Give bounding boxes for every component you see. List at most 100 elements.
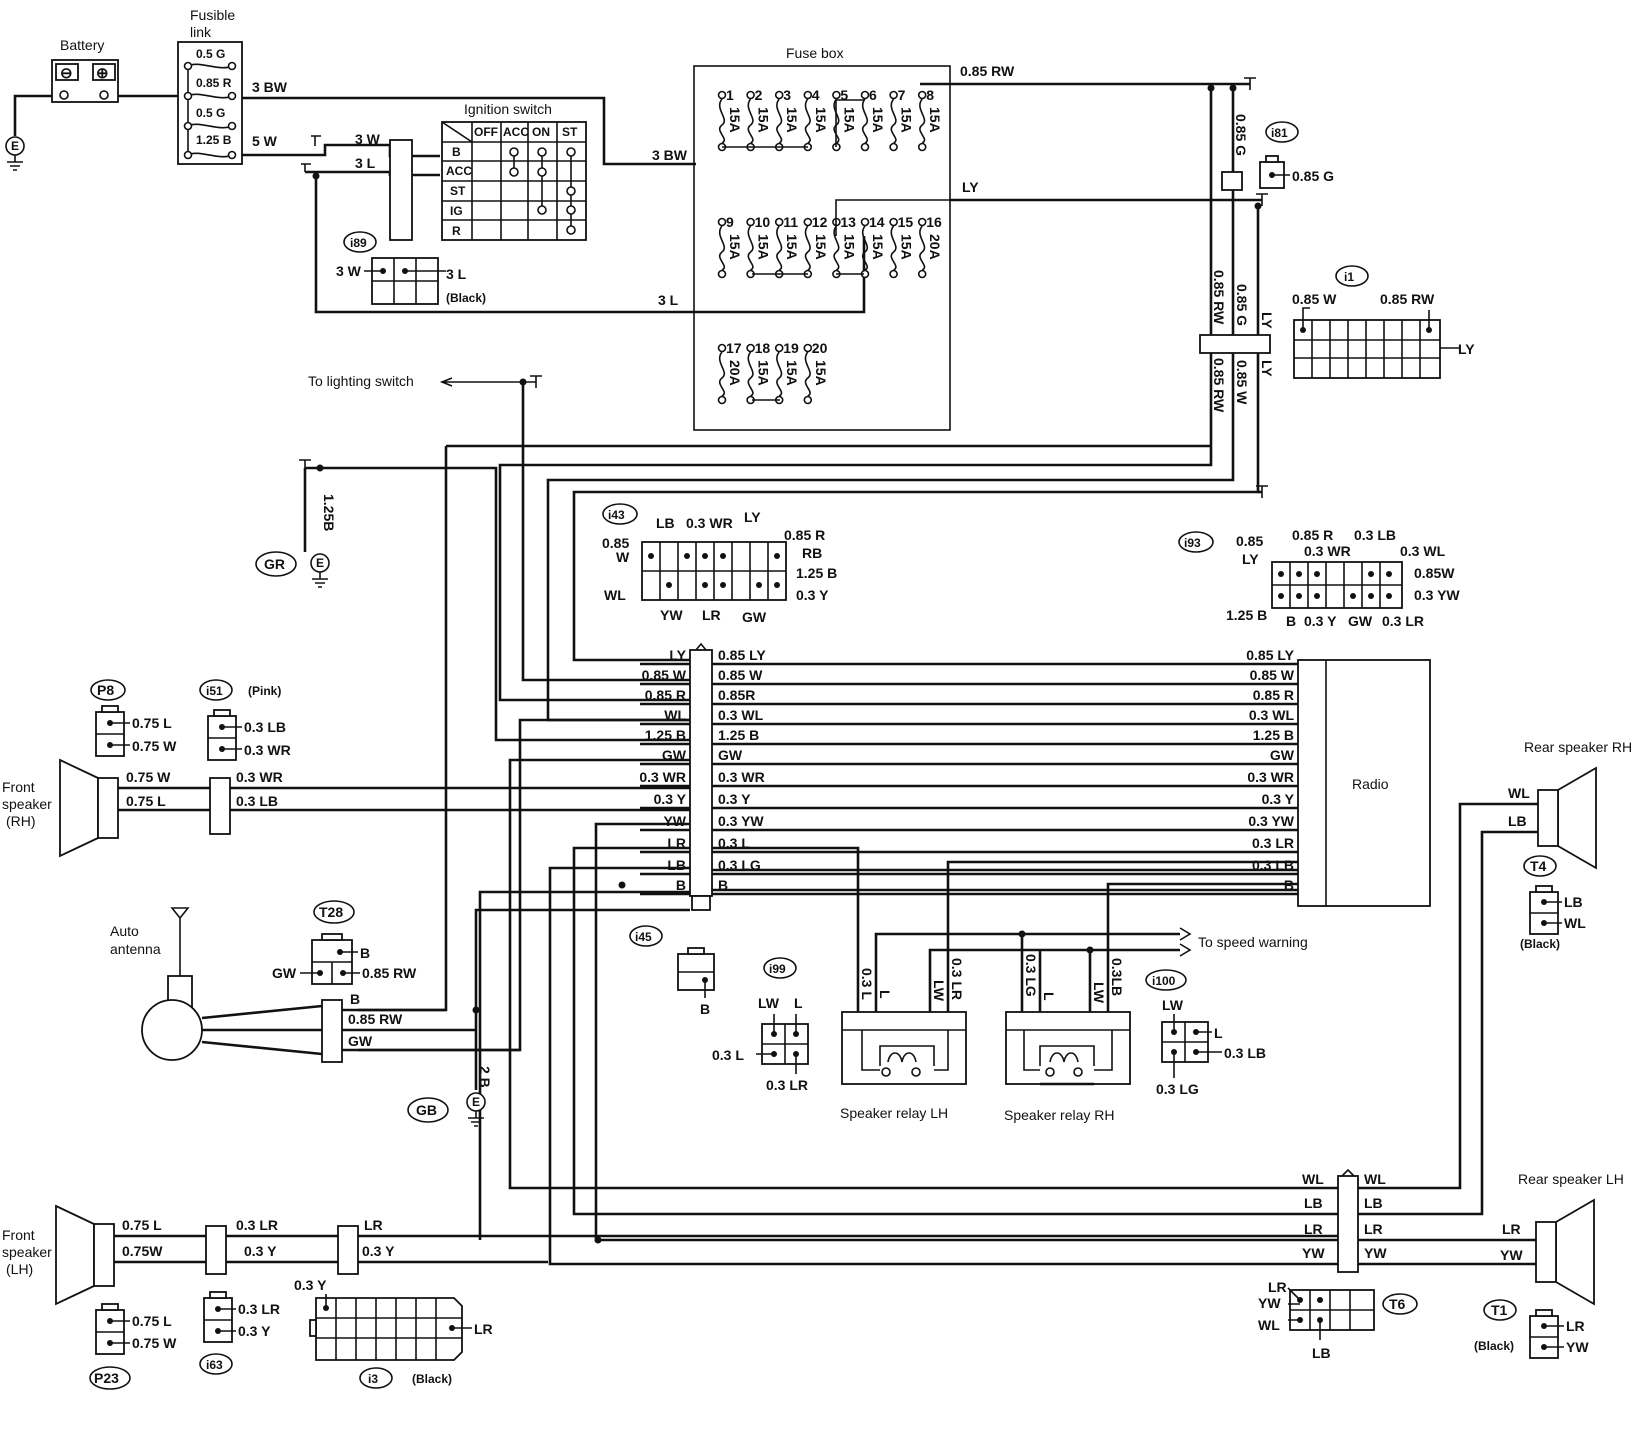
flh-w1: 0.75 L — [122, 1217, 162, 1233]
i51-label: i51 — [206, 684, 223, 698]
connector-i45: i45 B — [629, 895, 715, 1017]
harness-mid-label: GW — [718, 747, 743, 763]
fuse-amp: 15A — [870, 107, 886, 133]
rh-l-yw: YW — [1302, 1245, 1325, 1261]
i43-label: i43 — [608, 508, 625, 522]
front-speaker-rh: Front speaker (RH) — [2, 758, 119, 858]
rh-r-lr: LR — [1364, 1221, 1383, 1237]
i89-pin-3l: 3 L — [446, 266, 467, 282]
fslh-label-2: speaker — [2, 1244, 52, 1260]
fl-rating-2: 0.85 R — [196, 76, 232, 90]
fuse-number: 19 — [783, 340, 799, 356]
t6-label: T6 — [1389, 1296, 1406, 1312]
i43-pin-yw: YW — [660, 607, 683, 623]
harness-mid-label: 0.3 WR — [718, 769, 765, 785]
ground-gb-label: GB — [416, 1102, 437, 1118]
harness-right-label: 1.25 B — [1253, 727, 1294, 743]
fl-rating-1: 0.5 G — [196, 47, 225, 61]
connector-i63: 0.3 LR 0.3 Y i63 — [199, 1291, 280, 1375]
wire-085w-vlabel: 0.85 W — [1234, 360, 1250, 405]
ign-row-acc: ACC — [446, 164, 472, 178]
fuse-amp: 15A — [727, 107, 743, 133]
flh-w4: 0.3 Y — [244, 1243, 277, 1259]
rh-l-lb: LB — [1304, 1195, 1323, 1211]
i93-pin-085w: 0.85W — [1414, 565, 1455, 581]
t28-pin-b: B — [360, 945, 370, 961]
connector-i100: i100 LW L 0.3 LB 0.3 LG — [1145, 969, 1266, 1097]
fuse-number: 1 — [726, 87, 734, 103]
i63-pin-1: 0.3 LR — [238, 1301, 280, 1317]
fuse-amp: 15A — [784, 107, 800, 133]
i63-pin-2: 0.3 Y — [238, 1323, 271, 1339]
harness-left-label: LB — [667, 857, 686, 873]
antenna-label-2: antenna — [110, 941, 161, 957]
fuse-number: 10 — [755, 214, 771, 230]
fuse-amp: 15A — [756, 234, 772, 260]
connector-i3: 0.3 Y LR i3 (Black) — [294, 1277, 493, 1389]
speaker-icon — [1535, 1198, 1595, 1306]
i93-pin-085r: 0.85 R — [1292, 527, 1333, 543]
i93-pin-03lb: 0.3 LB — [1354, 527, 1396, 543]
i43-pin-wl: WL — [604, 587, 626, 603]
i43-pin-lr: LR — [702, 607, 721, 623]
frh-w4: 0.3 LB — [236, 793, 278, 809]
antenna-w-b: B — [350, 991, 360, 1007]
wire-5w-label: 5 W — [252, 133, 278, 149]
i43-pin-125b: 1.25 B — [796, 565, 837, 581]
harness-left-label: 0.3 Y — [654, 791, 687, 807]
i100-pin-l: L — [1214, 1025, 1223, 1041]
connector-t6: LR YW WL LB T6 — [1258, 1279, 1418, 1361]
fuse-amp: 15A — [756, 107, 772, 133]
i1-label: i1 — [1344, 270, 1354, 284]
wire-ly-vlabel-2: LY — [1259, 360, 1275, 377]
fuse-amp: 15A — [813, 360, 829, 386]
harness-mid-label: 0.85R — [718, 687, 755, 703]
t4-pin-wl: WL — [1564, 915, 1586, 931]
connector-i43: i43 LB 0.3 WR LY 0.85 R RB 1.25 B 0.3 Y … — [602, 503, 837, 625]
connector-t1: T1 LR YW (Black) — [1474, 1299, 1589, 1359]
fuse-number: 20 — [812, 340, 828, 356]
i99-pin-lw: LW — [758, 995, 780, 1011]
auto-antenna: Auto antenna B 0.85 RW GW — [110, 907, 520, 1063]
harness-mid-label: 0.3 YW — [718, 813, 764, 829]
relay-lh-w3: LW — [931, 980, 947, 1002]
fsrh-label-2: speaker — [2, 796, 52, 812]
wire-125b-vlabel: 1.25B — [321, 494, 337, 531]
i93-pin-03y: 0.3 Y — [1304, 613, 1337, 629]
i3-pin-lr: LR — [474, 1321, 493, 1337]
i93-label: i93 — [1184, 536, 1201, 550]
frh-w2: 0.75 L — [126, 793, 166, 809]
fuse-amp: 15A — [756, 360, 772, 386]
to-lighting-switch-label: To lighting switch — [308, 373, 414, 389]
fuse-number: 15 — [898, 214, 914, 230]
rh-r-yw: YW — [1364, 1245, 1387, 1261]
fuse-amp: 15A — [870, 234, 886, 260]
harness-right-label: 0.85 W — [1250, 667, 1295, 683]
relay-rh-w3: LW — [1091, 982, 1107, 1004]
i100-pin-03lg: 0.3 LG — [1156, 1081, 1199, 1097]
i3-label: i3 — [368, 1372, 378, 1386]
p23-label: P23 — [94, 1370, 119, 1386]
t1-pin-yw: YW — [1566, 1339, 1589, 1355]
wire-085rw-vlabel-2: 0.85 RW — [1211, 358, 1227, 413]
battery: Battery ⊖ ⊕ — [51, 37, 119, 103]
rear-lh-label: Rear speaker LH — [1518, 1171, 1624, 1187]
fuse-amp: 20A — [727, 360, 743, 386]
i45-label: i45 — [635, 930, 652, 944]
harness-right-label: GW — [1270, 747, 1295, 763]
harness-right-label: 0.3 Y — [1262, 791, 1295, 807]
ign-col-st: ST — [562, 125, 578, 139]
t6-pin-yw: YW — [1258, 1295, 1281, 1311]
i1-pin-085rw: 0.85 RW — [1380, 291, 1435, 307]
fuse-amp: 15A — [784, 234, 800, 260]
i3-pin-03y: 0.3 Y — [294, 1277, 327, 1293]
fuse-number: 6 — [869, 87, 877, 103]
